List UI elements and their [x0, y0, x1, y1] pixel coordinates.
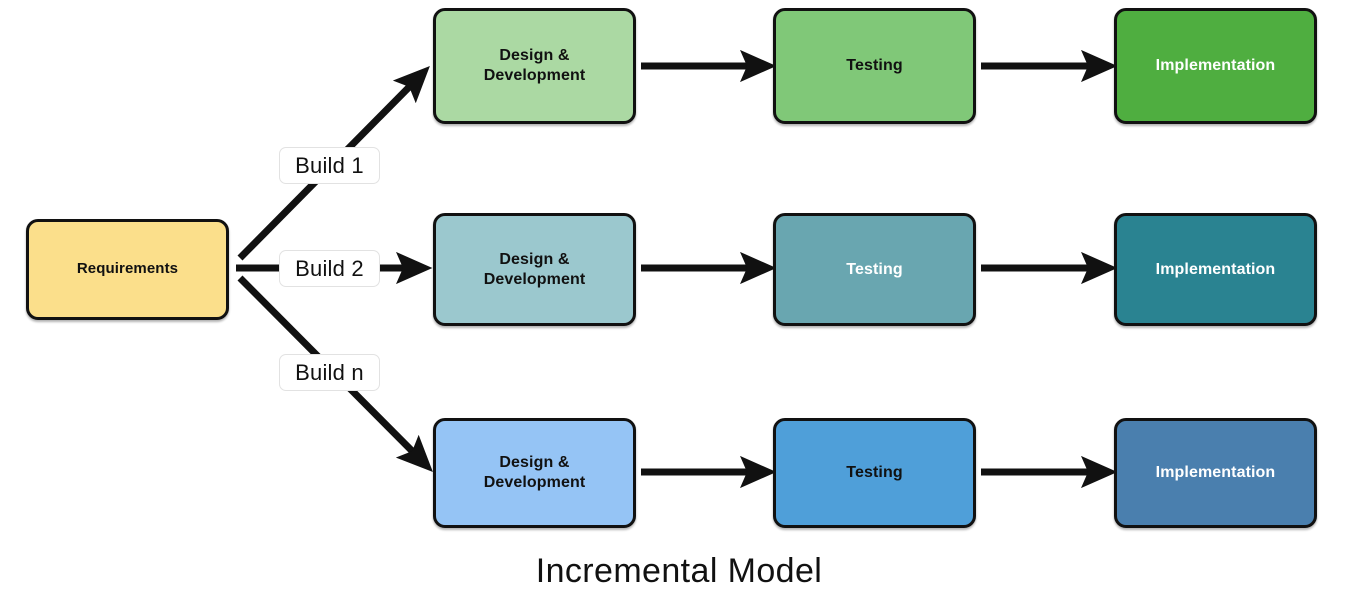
node-build-n-design-development[interactable]: Design & Development — [433, 418, 636, 528]
node-build-1-testing[interactable]: Testing — [773, 8, 976, 124]
node-build-1-implementation[interactable]: Implementation — [1114, 8, 1317, 124]
node-build-1-design-development[interactable]: Design & Development — [433, 8, 636, 124]
node-label: Design & Development — [483, 454, 586, 491]
node-requirements[interactable]: Requirements — [26, 219, 229, 320]
edge-label-text: Build 2 — [295, 255, 364, 281]
node-requirements-label: Requirements — [76, 260, 179, 278]
node-label: Design & Development — [483, 250, 586, 288]
node-label: Testing — [846, 57, 903, 75]
edge-label-build-1[interactable]: Build 1 — [279, 147, 380, 184]
diagram-title: Incremental Model — [535, 552, 823, 590]
edge-label-text: Build n — [295, 359, 364, 385]
node-label: Implementation — [1155, 260, 1276, 278]
node-label: Implementation — [1155, 57, 1276, 75]
node-label: Implementation — [1155, 464, 1276, 482]
node-label: Design & Development — [483, 47, 586, 84]
node-build-2-implementation[interactable]: Implementation — [1114, 213, 1317, 326]
node-build-2-design-development[interactable]: Design & Development — [433, 213, 636, 326]
node-build-n-implementation[interactable]: Implementation — [1114, 418, 1317, 528]
edge-label-build-2[interactable]: Build 2 — [279, 250, 380, 287]
node-label: Testing — [846, 464, 903, 482]
node-build-n-testing[interactable]: Testing — [773, 418, 976, 528]
edge-label-text: Build 1 — [295, 152, 364, 178]
node-label: Testing — [846, 260, 903, 278]
node-build-2-testing[interactable]: Testing — [773, 213, 976, 326]
edge-label-build-n[interactable]: Build n — [279, 354, 380, 391]
